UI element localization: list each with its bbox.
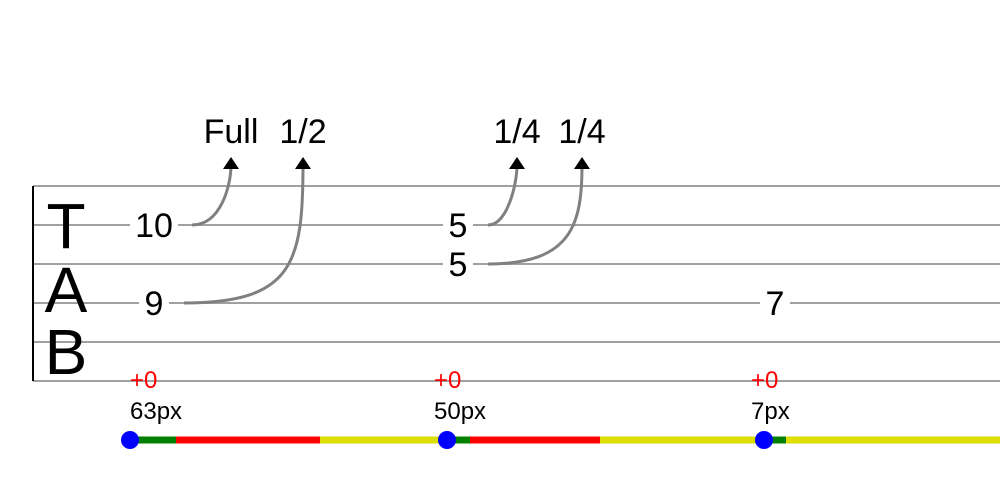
beat-marker-dot [755, 431, 773, 449]
fret-number: 9 [145, 285, 164, 323]
fret-number: 5 [449, 207, 468, 245]
tab-clef: T A B [45, 190, 88, 388]
staff-lines [33, 185, 1000, 382]
beat-width-label: 50px [434, 398, 486, 425]
bend-label: 1/4 [493, 113, 540, 151]
beat-offset-label: +0 [434, 367, 461, 394]
fret-number: 5 [449, 246, 468, 284]
bend-label: 1/4 [558, 113, 605, 151]
beat-marker-dot [121, 431, 139, 449]
fret-bg [139, 285, 169, 321]
fret-bg [443, 246, 473, 282]
bend-arrow-icon [509, 157, 525, 169]
bend-arrow-icon [223, 157, 239, 169]
bend-curve [487, 164, 519, 227]
fret-bg [130, 207, 178, 243]
clef-letter-b: B [45, 316, 88, 388]
fret-number: 7 [766, 285, 785, 323]
bend-curve [191, 164, 233, 227]
clef-letter-t: T [46, 190, 85, 262]
bend-curve [183, 164, 305, 305]
beat-marker-dot [438, 431, 456, 449]
fret-number: 10 [135, 207, 173, 245]
beat-offset-label: +0 [130, 367, 157, 394]
beat-annotations: +0 63px +0 50px +0 7px [130, 367, 790, 425]
clef-letter-a: A [45, 254, 88, 326]
spacing-bar [121, 431, 1000, 449]
beat-width-label: 7px [751, 398, 790, 425]
fret-bg [443, 207, 473, 243]
beat-offset-label: +0 [751, 367, 778, 394]
bend-label: 1/2 [279, 113, 326, 151]
bend-arrow-icon [295, 157, 311, 169]
beat-width-label: 63px [130, 398, 182, 425]
fret-numbers: 10 9 55 7 [130, 207, 790, 323]
bend-curves: Full 1/2 1/4 1/4 [183, 113, 606, 305]
fret-bg [760, 285, 790, 321]
bend-arrow-icon [574, 157, 590, 169]
bend-label: Full [204, 113, 259, 151]
bend-curve [487, 164, 584, 266]
